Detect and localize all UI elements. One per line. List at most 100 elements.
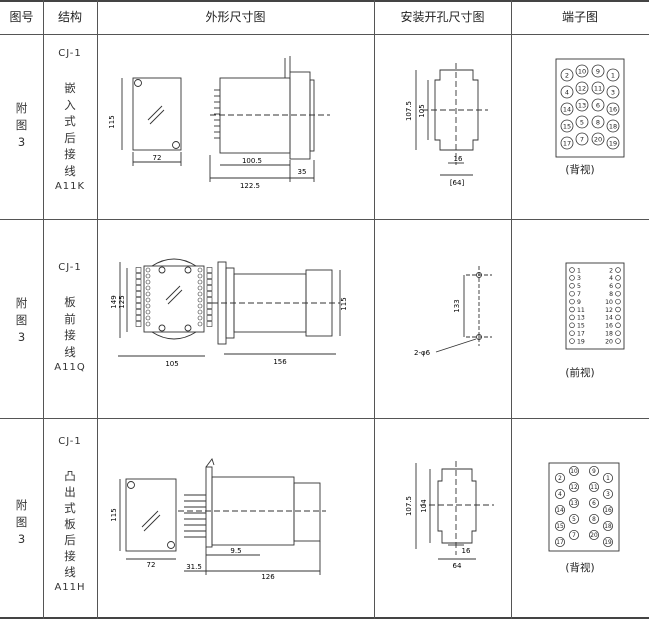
row2-fig-label: 附 图 3 xyxy=(0,295,43,346)
svg-text:5: 5 xyxy=(572,517,576,523)
svg-text:20: 20 xyxy=(590,533,598,539)
svg-text:12: 12 xyxy=(605,307,613,314)
svg-text:17: 17 xyxy=(563,140,571,148)
terminal-16: 16 xyxy=(605,322,621,330)
row1-dim-total: 122.5 xyxy=(240,182,260,190)
strip-terminal xyxy=(145,285,151,291)
strip-terminal xyxy=(206,315,213,321)
strip-terminal xyxy=(197,291,203,297)
svg-text:6: 6 xyxy=(596,102,600,110)
row2-dim-h2: 125 xyxy=(118,295,126,308)
strip-terminal xyxy=(145,315,151,321)
col-divider-2 xyxy=(97,0,98,619)
strip-terminal xyxy=(206,309,213,315)
terminal-17: 17 xyxy=(569,330,585,338)
row3-outline-drawing: 115 72 31.5 9.5 126 xyxy=(110,458,326,581)
svg-text:15: 15 xyxy=(563,123,571,131)
terminal-6: 6 xyxy=(589,498,600,509)
header-terminal: 端子图 xyxy=(561,10,598,24)
terminal-13: 13 xyxy=(575,98,589,112)
structure-char: 式 xyxy=(64,114,76,128)
structure-char: 凸 xyxy=(64,469,76,483)
terminal-14: 14 xyxy=(605,314,621,322)
row3-model: CJ-1 xyxy=(58,436,82,447)
svg-text:2: 2 xyxy=(609,267,613,274)
terminal-13: 13 xyxy=(568,498,579,509)
terminal-6: 6 xyxy=(591,98,605,112)
svg-text:11: 11 xyxy=(594,85,602,93)
svg-text:14: 14 xyxy=(556,508,564,514)
terminal-7: 7 xyxy=(569,290,581,298)
row2-view-caption: (前视) xyxy=(565,367,595,379)
strip-terminal xyxy=(135,315,142,321)
row1-dim-front: 35 xyxy=(298,168,307,176)
terminal-2: 2 xyxy=(555,472,565,483)
row1-view-caption: (背视) xyxy=(565,164,595,176)
structure-char: 接 xyxy=(64,549,76,563)
structure-code: A11K xyxy=(54,181,86,192)
row-divider-1 xyxy=(0,219,649,220)
svg-text:7: 7 xyxy=(577,291,581,298)
svg-text:2: 2 xyxy=(558,476,562,482)
svg-text:5: 5 xyxy=(577,283,581,290)
terminal-18: 18 xyxy=(603,521,614,532)
fig-char: 附 xyxy=(15,296,28,310)
structure-char: 线 xyxy=(64,163,76,178)
row3-structure: 凸 出 式 板 后 接 线 A11H xyxy=(43,468,97,596)
terminal-18: 18 xyxy=(606,119,620,133)
fig-char: 3 xyxy=(17,532,26,546)
terminal-12: 12 xyxy=(575,81,589,95)
structure-char: 入 xyxy=(64,97,76,112)
svg-text:17: 17 xyxy=(577,331,585,338)
terminal-10: 10 xyxy=(575,64,589,78)
svg-text:12: 12 xyxy=(570,485,578,491)
terminal-3: 3 xyxy=(606,85,620,99)
terminal-11: 11 xyxy=(589,481,600,492)
row1-outline-drawing: 115 72 100.5 122.5 35 xyxy=(108,56,330,190)
strip-terminal xyxy=(135,309,142,315)
row3-view-caption: (背视) xyxy=(565,562,595,574)
svg-text:19: 19 xyxy=(577,338,585,345)
strip-terminal xyxy=(197,315,203,321)
svg-text:2: 2 xyxy=(565,72,569,80)
svg-text:4: 4 xyxy=(558,492,562,498)
svg-text:9: 9 xyxy=(592,469,596,475)
svg-text:7: 7 xyxy=(572,533,576,539)
col-divider-1 xyxy=(43,0,44,619)
strip-terminal xyxy=(197,279,203,285)
terminal-2: 2 xyxy=(560,68,574,82)
row3-fig-label: 附 图 3 xyxy=(0,497,43,548)
header-fig-no: 图号 xyxy=(9,10,34,24)
col-divider-4 xyxy=(511,0,512,619)
fig-char: 图 xyxy=(15,313,28,327)
svg-text:18: 18 xyxy=(605,331,613,338)
strip-terminal xyxy=(145,297,151,303)
terminal-11: 11 xyxy=(591,81,605,95)
strip-terminal xyxy=(206,267,213,273)
structure-char: 板 xyxy=(64,517,76,531)
strip-terminal xyxy=(135,285,142,291)
structure-char: 后 xyxy=(64,130,76,145)
strip-terminal xyxy=(145,291,151,297)
strip-terminal xyxy=(145,267,151,273)
svg-text:18: 18 xyxy=(609,123,617,131)
terminal-5: 5 xyxy=(569,283,581,290)
svg-text:5: 5 xyxy=(580,119,584,127)
terminal-9: 9 xyxy=(589,466,600,476)
structure-char: 线 xyxy=(64,344,76,359)
row1-model: CJ-1 xyxy=(58,48,82,59)
svg-text:1: 1 xyxy=(606,476,610,482)
row2-mount-hole: 2-φ6 xyxy=(414,349,431,357)
row2-model: CJ-1 xyxy=(58,262,82,273)
strip-terminal xyxy=(206,297,213,303)
svg-text:20: 20 xyxy=(594,136,602,144)
header-divider xyxy=(0,34,649,35)
row3-mount-h1: 107.5 xyxy=(405,496,413,516)
header-outline: 外形尺寸图 xyxy=(205,10,266,24)
terminal-15: 15 xyxy=(555,521,565,532)
terminal-1: 1 xyxy=(603,472,614,483)
terminal-1: 1 xyxy=(606,68,620,82)
row1-mount-h2: 105 xyxy=(418,104,426,117)
row2-dim-depth: 156 xyxy=(273,358,287,366)
